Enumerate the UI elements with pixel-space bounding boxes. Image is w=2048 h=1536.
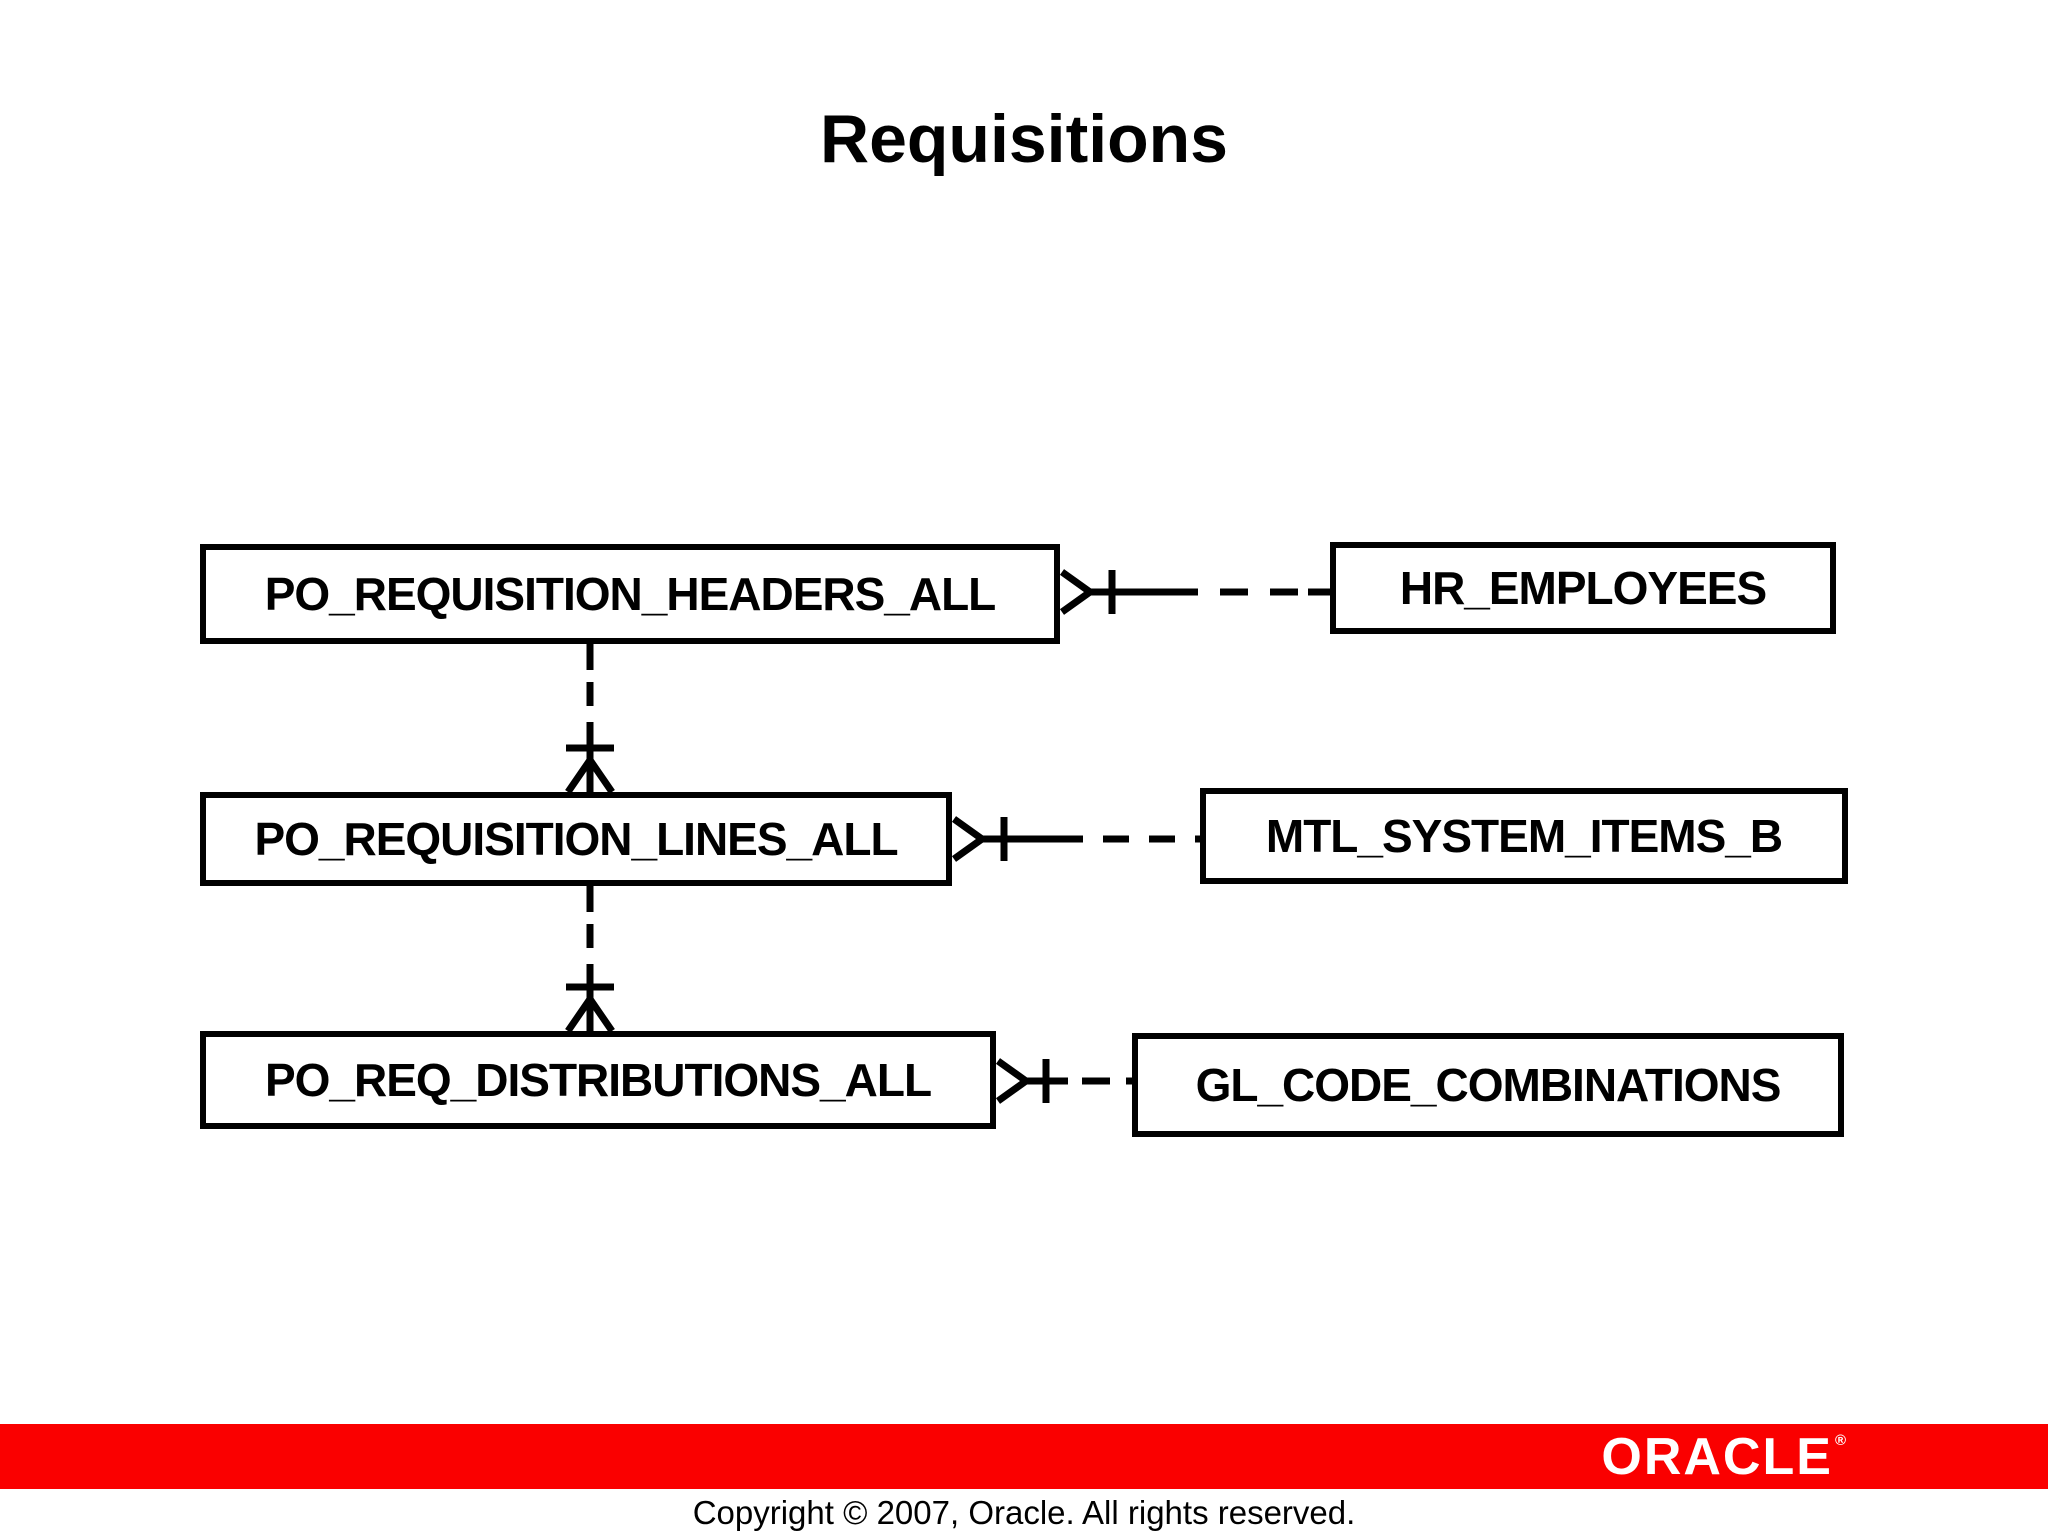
entity-label: MTL_SYSTEM_ITEMS_B bbox=[1265, 810, 1783, 862]
connector-distributions-to-gl-code-combinations bbox=[996, 1058, 1132, 1104]
entity-box-mtl-system-items-b: MTL_SYSTEM_ITEMS_B bbox=[1200, 788, 1848, 884]
entity-box-hr-employees: HR_EMPLOYEES bbox=[1330, 542, 1836, 634]
entity-label: PO_REQ_DISTRIBUTIONS_ALL bbox=[264, 1054, 932, 1106]
oracle-logo: ORACLE® bbox=[1601, 1424, 1848, 1489]
entity-label: PO_REQUISITION_HEADERS_ALL bbox=[264, 568, 997, 620]
page-title: Requisitions bbox=[819, 101, 1229, 177]
entity-box-gl-code-combinations: GL_CODE_COMBINATIONS bbox=[1132, 1033, 1844, 1137]
crow-foot-many-icon bbox=[565, 758, 615, 792]
entity-box-po-requisition-headers-all: PO_REQUISITION_HEADERS_ALL bbox=[200, 544, 1060, 644]
oracle-logo-text: ORACLE bbox=[1601, 1427, 1833, 1486]
connector-headers-to-hr-employees bbox=[1060, 569, 1330, 615]
entity-box-po-requisition-lines-all: PO_REQUISITION_LINES_ALL bbox=[200, 792, 952, 886]
connector-lines-to-distributions bbox=[565, 886, 615, 1031]
crow-foot-many-icon bbox=[952, 816, 985, 862]
crow-foot-many-icon bbox=[996, 1058, 1029, 1104]
footer-bar: ORACLE® bbox=[0, 1424, 2048, 1489]
copyright-text: Copyright © 2007, Oracle. All rights res… bbox=[692, 1494, 1356, 1531]
entity-label: PO_REQUISITION_LINES_ALL bbox=[254, 813, 898, 865]
connector-lines-to-mtl-system-items bbox=[952, 816, 1200, 862]
entity-label: HR_EMPLOYEES bbox=[1399, 562, 1767, 614]
entity-box-po-req-distributions-all: PO_REQ_DISTRIBUTIONS_ALL bbox=[200, 1031, 996, 1129]
crow-foot-many-icon bbox=[565, 997, 615, 1031]
connector-headers-to-lines bbox=[565, 644, 615, 792]
registered-trademark-icon: ® bbox=[1834, 1432, 1848, 1449]
entity-label: GL_CODE_COMBINATIONS bbox=[1195, 1059, 1782, 1111]
crow-foot-many-icon bbox=[1060, 569, 1093, 615]
